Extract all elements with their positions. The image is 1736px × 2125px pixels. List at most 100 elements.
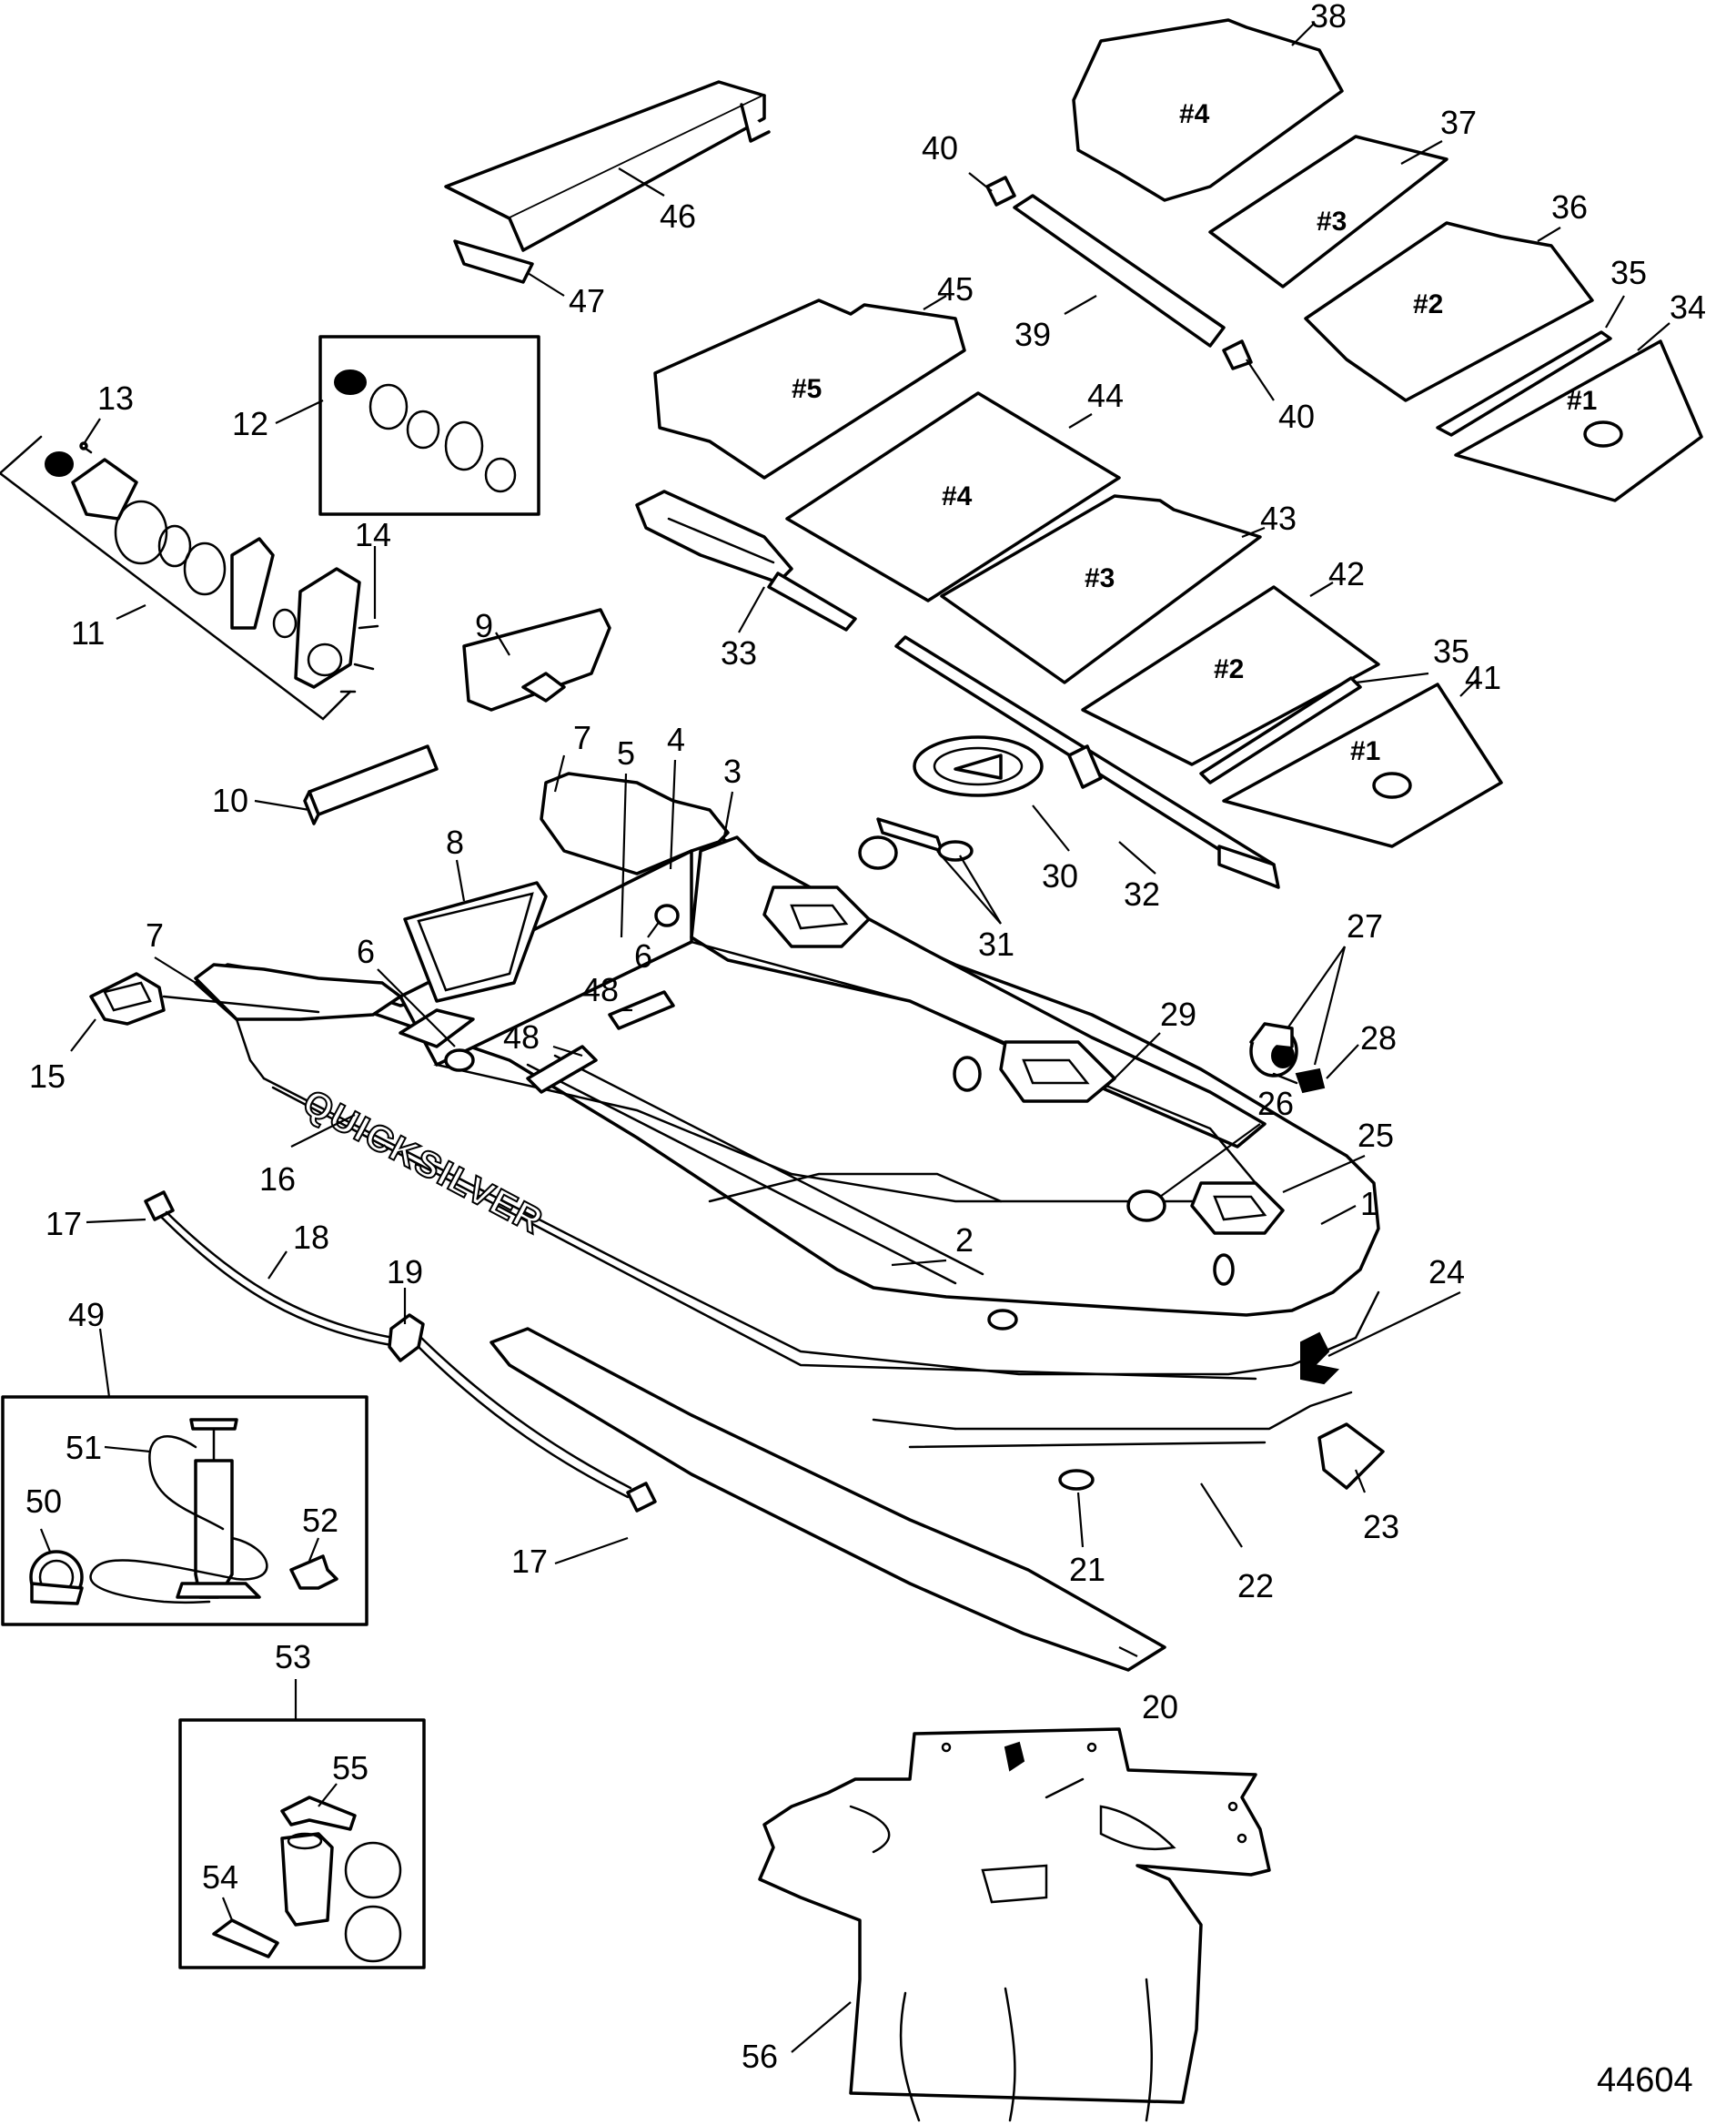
callout-4: 4 bbox=[667, 721, 685, 758]
reference-number: 44604 bbox=[1597, 2061, 1693, 2100]
floor-panel-lower-4 bbox=[785, 391, 1121, 602]
bracket-10 bbox=[303, 744, 439, 825]
upper-floor-panel-set: #4 #3 #2 #1 bbox=[985, 18, 1703, 502]
handle-upper-tube bbox=[762, 885, 871, 948]
callout-13: 13 bbox=[97, 379, 134, 417]
callout-35-lower: 35 bbox=[1433, 632, 1469, 670]
callout-7-top: 7 bbox=[573, 719, 591, 756]
callout-27: 27 bbox=[1347, 907, 1383, 945]
callout-41: 41 bbox=[1465, 659, 1501, 696]
callout-23: 23 bbox=[1363, 1508, 1399, 1545]
floor-panel-lower-5-label: #5 bbox=[792, 374, 822, 404]
callout-35-upper: 35 bbox=[1610, 254, 1647, 291]
leader-lines bbox=[39, 22, 1670, 2053]
callout-51: 51 bbox=[66, 1429, 102, 1466]
callout-54: 54 bbox=[202, 1858, 238, 1896]
callout-37: 37 bbox=[1440, 104, 1477, 141]
seat-bench-46 bbox=[444, 80, 771, 284]
glue-tube-54 bbox=[212, 1918, 279, 1958]
callout-26: 26 bbox=[1257, 1085, 1294, 1122]
floor-panel-lower-3 bbox=[940, 494, 1262, 684]
callout-45: 45 bbox=[937, 270, 974, 308]
window-8 bbox=[403, 881, 548, 1003]
callout-48-right: 48 bbox=[582, 971, 619, 1008]
callout-16: 16 bbox=[259, 1160, 296, 1198]
lower-floor-panel-set: #5 #4 #3 #2 #1 bbox=[653, 299, 1503, 848]
floor-panel-upper-3-label: #3 bbox=[1317, 207, 1347, 237]
transom-panel-lower-41-hole bbox=[1372, 772, 1412, 799]
callout-30: 30 bbox=[1042, 857, 1078, 895]
screw-13 bbox=[79, 441, 93, 454]
valve-insert-28 bbox=[1272, 1068, 1326, 1094]
callout-9: 9 bbox=[475, 607, 493, 644]
valve-cap-27 bbox=[1249, 1022, 1298, 1078]
floor-panel-upper-2 bbox=[1304, 221, 1594, 402]
callout-8: 8 bbox=[446, 824, 464, 861]
patch-disc-lower bbox=[344, 1905, 402, 1963]
transom-panel-upper-34 bbox=[1454, 339, 1703, 502]
floor-panel-upper-3 bbox=[1208, 135, 1448, 288]
callout-50: 50 bbox=[25, 1482, 62, 1520]
callout-33: 33 bbox=[721, 634, 757, 672]
sealant-container bbox=[280, 1832, 334, 1927]
callout-17-upper: 17 bbox=[45, 1205, 82, 1242]
callout-55: 55 bbox=[332, 1749, 368, 1786]
callout-49: 49 bbox=[68, 1296, 105, 1333]
floor-panel-lower-4-label: #4 bbox=[942, 481, 973, 511]
towing-eye-23 bbox=[1317, 1422, 1385, 1490]
floor-panel-lower-5 bbox=[653, 299, 966, 480]
callout-25: 25 bbox=[1358, 1117, 1394, 1154]
callout-38: 38 bbox=[1310, 0, 1347, 35]
callout-46: 46 bbox=[660, 197, 696, 235]
handle-15 bbox=[89, 972, 320, 1026]
callout-32: 32 bbox=[1124, 875, 1160, 913]
pump-kit-49 bbox=[1, 1395, 368, 1626]
callout-42: 42 bbox=[1328, 555, 1365, 592]
callout-40-lower: 40 bbox=[1278, 398, 1315, 435]
callout-31: 31 bbox=[978, 926, 1014, 963]
floor-panel-upper-1-label: #1 bbox=[1567, 386, 1597, 416]
callout-19: 19 bbox=[387, 1253, 423, 1290]
callout-21: 21 bbox=[1069, 1551, 1105, 1588]
floor-panel-upper-4 bbox=[1072, 18, 1344, 202]
seat-strap-48-right bbox=[608, 990, 675, 1030]
callout-7-left: 7 bbox=[146, 916, 164, 954]
patch-disc-upper bbox=[344, 1841, 402, 1899]
painter-line-18 bbox=[144, 1190, 657, 1513]
callout-39: 39 bbox=[1014, 316, 1051, 353]
callout-48-left: 48 bbox=[503, 1018, 540, 1056]
floor-panel-lower-1-label: #1 bbox=[1350, 736, 1380, 766]
inflatable-boat-hull-1: QUICKSILVER bbox=[194, 772, 1385, 1491]
callout-10: 10 bbox=[212, 782, 248, 819]
callout-5: 5 bbox=[617, 734, 635, 772]
drain-plug-21 bbox=[1058, 1469, 1095, 1491]
floor-strip-upper-35 bbox=[1436, 330, 1612, 437]
callout-22: 22 bbox=[1237, 1567, 1274, 1604]
callout-29: 29 bbox=[1160, 996, 1196, 1033]
floor-strip-lower-35 bbox=[1199, 676, 1362, 784]
repair-kit-53 bbox=[178, 1718, 426, 1969]
callout-28: 28 bbox=[1360, 1019, 1397, 1057]
valve-wrench-55 bbox=[280, 1796, 357, 1831]
logo-24 bbox=[1300, 1331, 1340, 1385]
callout-40-upper: 40 bbox=[922, 129, 958, 167]
thwart-rail-39 bbox=[1013, 194, 1226, 348]
callout-24: 24 bbox=[1428, 1253, 1465, 1290]
callout-17-lower: 17 bbox=[511, 1543, 548, 1580]
callout-1: 1 bbox=[1360, 1185, 1378, 1222]
handle-29 bbox=[999, 1040, 1116, 1103]
oar-lock-30 bbox=[913, 735, 1044, 797]
transom-panel-upper-34-hole bbox=[1583, 420, 1623, 448]
callout-6-left: 6 bbox=[357, 933, 375, 970]
callout-47: 47 bbox=[569, 282, 605, 319]
gauge-50 bbox=[29, 1550, 84, 1605]
callout-labels: 1 2 3 4 5 6 6 7 7 8 9 10 11 12 13 14 15 … bbox=[25, 0, 1706, 2075]
floor-panel-upper-4-label: #4 bbox=[1179, 99, 1210, 129]
valve-26 bbox=[1126, 1189, 1166, 1222]
callout-12: 12 bbox=[232, 405, 268, 442]
floor-panel-lower-2 bbox=[1081, 585, 1380, 766]
patch-cover-9 bbox=[462, 608, 611, 712]
rub-strake-20 bbox=[490, 1327, 1166, 1672]
callout-43: 43 bbox=[1260, 500, 1297, 537]
